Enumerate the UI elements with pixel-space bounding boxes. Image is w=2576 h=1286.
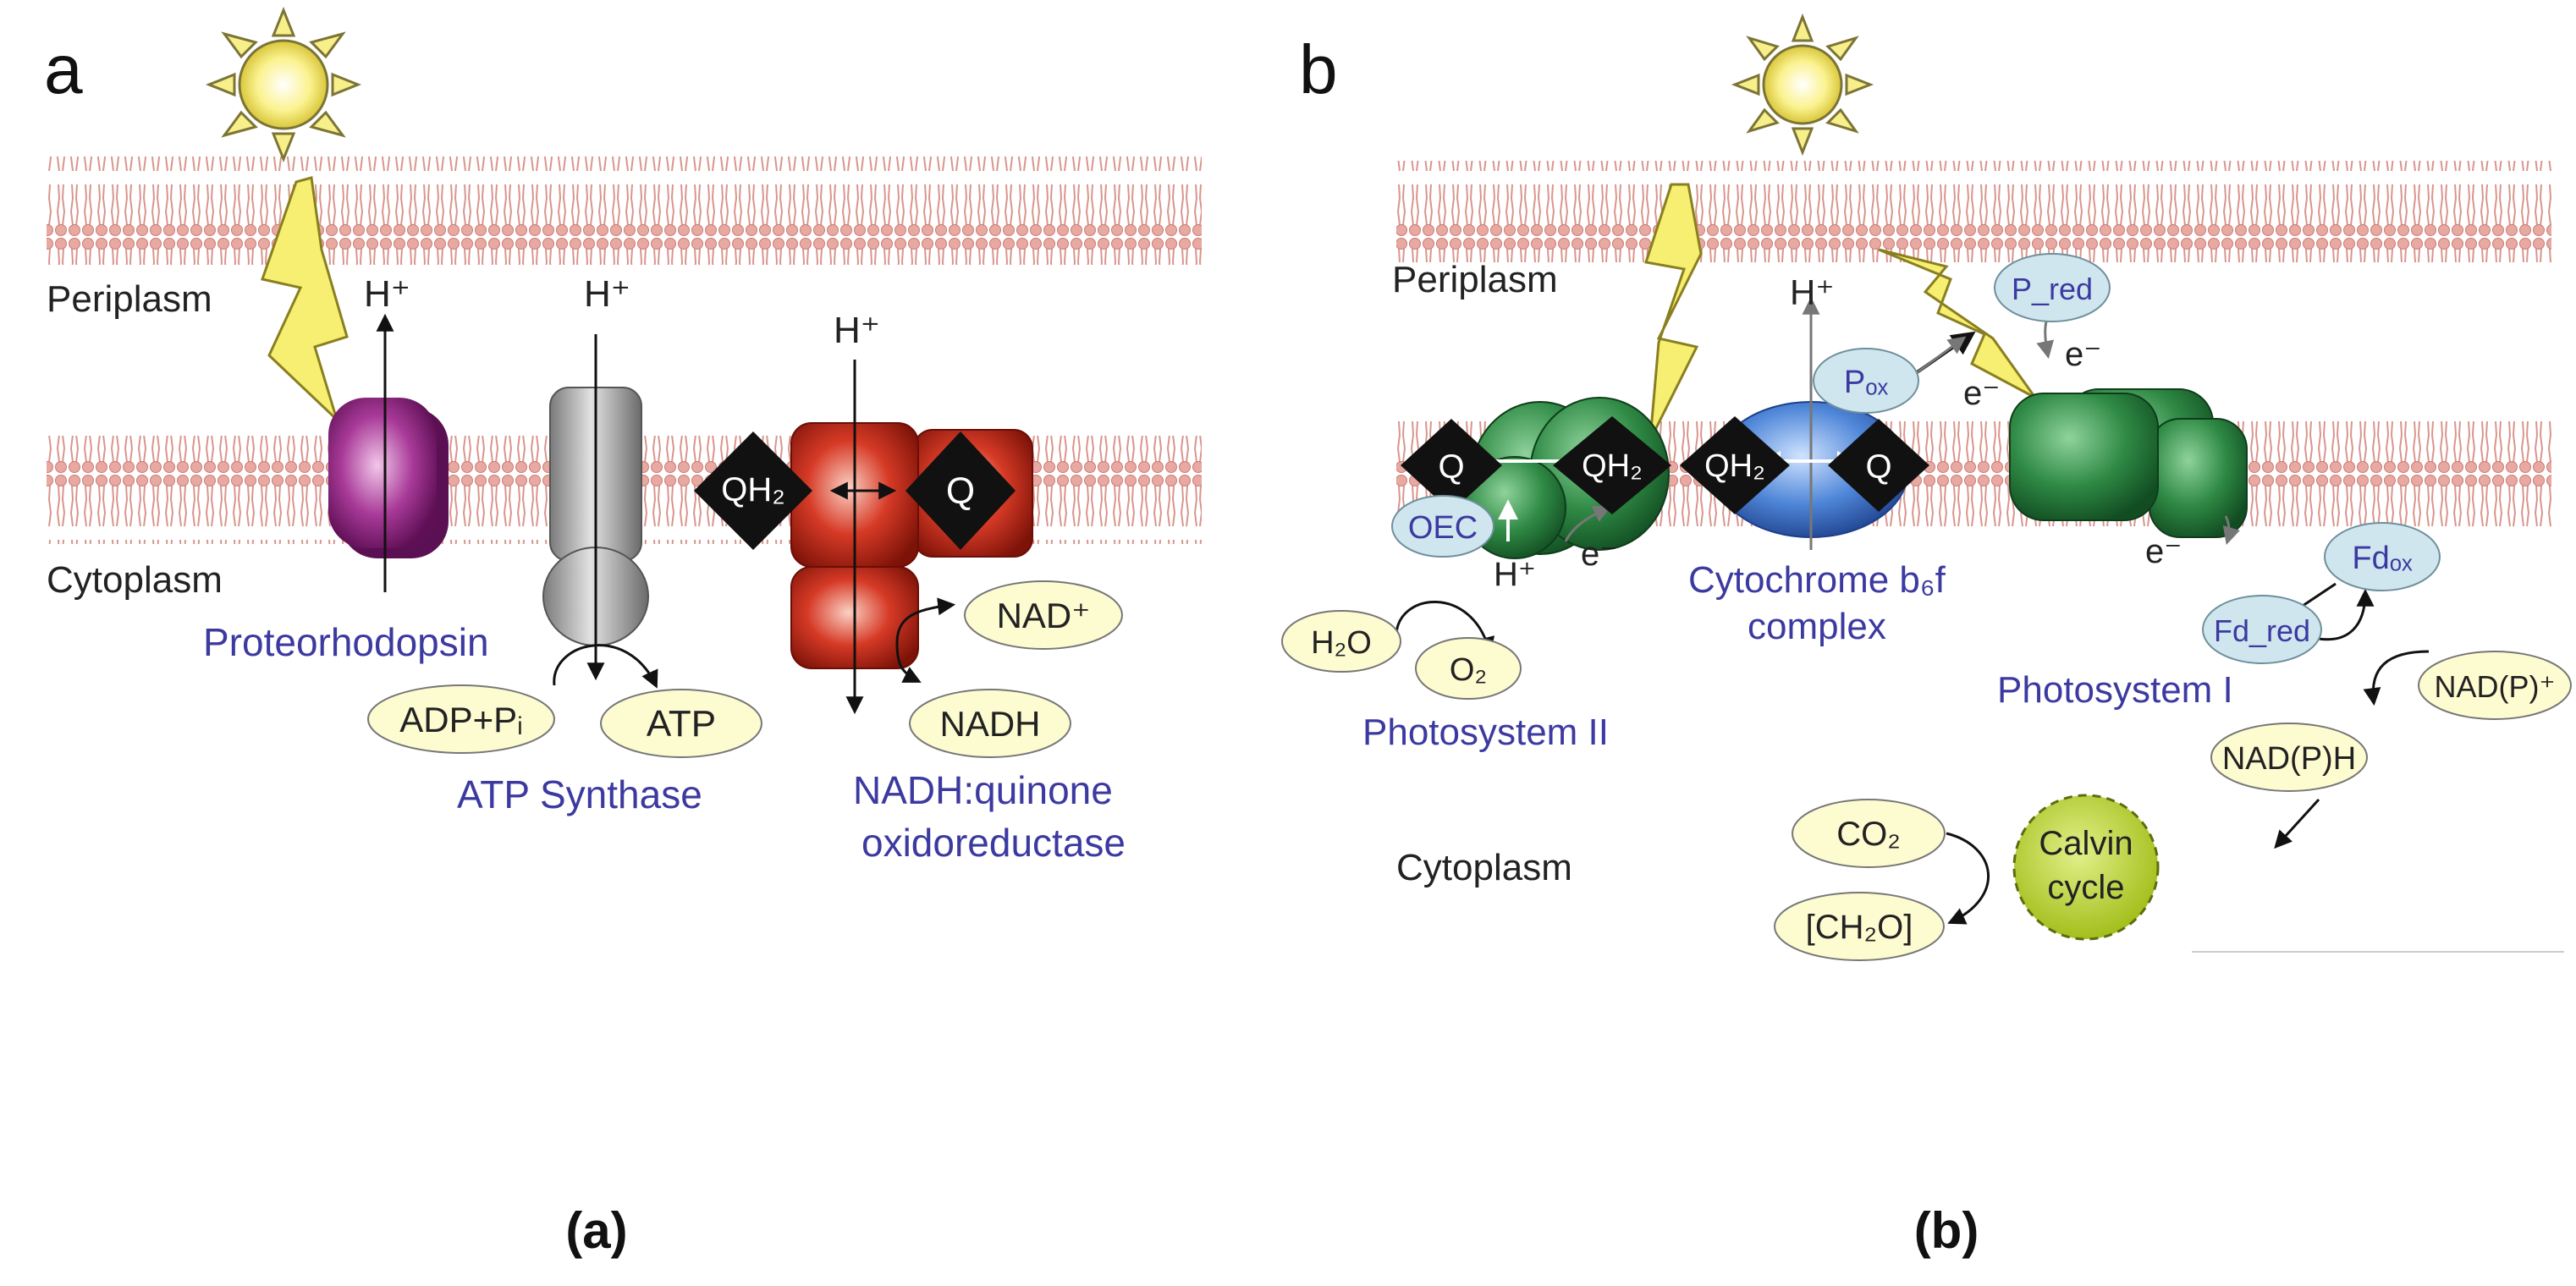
fd-ox-ellipse [2324, 522, 2441, 591]
nadp-label: NAD(P)⁺ [2435, 669, 2556, 704]
q-diamond-b6f [1828, 419, 1929, 512]
proteorhodopsin-proton: H⁺ [364, 273, 410, 315]
photosystem-i-label: Photosystem I [1997, 669, 2233, 711]
oec-label: OEC [1408, 510, 1478, 546]
oxygen-ellipse [1415, 637, 1522, 700]
photosystem-i-protein [2009, 388, 2430, 849]
qh2-diamond-b6f [1680, 416, 1790, 514]
atp-synthase-protein [542, 334, 658, 689]
q-label-a: Q [946, 470, 975, 512]
lightning-bolt-icon [1878, 248, 2037, 399]
periplasm-label-a: Periplasm [47, 278, 212, 320]
qh2-label-ps2: QH₂ [1582, 448, 1643, 484]
q-diamond-ps2 [1401, 419, 1502, 512]
sun-icon [205, 6, 362, 163]
b6f-electron-2: e⁻ [2065, 336, 2101, 373]
panel-a: a Periplasm Cytoplasm H⁺ Proteorhodopsin [44, 6, 1202, 1259]
fd-red-ellipse [2202, 595, 2322, 664]
adp-pi-ellipse [367, 684, 555, 754]
outer-membrane-b [1396, 161, 2551, 262]
nadh-qor-label-line2: oxidoreductase [861, 821, 1126, 865]
ps2-electron: e⁻ [1581, 536, 1617, 573]
calvin-label-line1: Calvin [2039, 825, 2133, 862]
caption-a: (a) [565, 1202, 627, 1259]
p-ox-ellipse [1813, 348, 1919, 414]
nadh-ellipse-a [909, 689, 1071, 758]
lightning-bolt-icon [261, 176, 349, 424]
fd-ox-label: Fdₒₓ [2352, 541, 2413, 576]
qh2-label-a: QH₂ [721, 471, 785, 508]
oxygen-label: O₂ [1450, 652, 1487, 688]
atp-synthase-proton: H⁺ [584, 273, 630, 315]
ps2-proton: H⁺ [1494, 556, 1536, 593]
co2-label: CO₂ [1836, 816, 1901, 853]
p-red-label: P_red [2012, 272, 2093, 306]
atp-label: ATP [647, 703, 716, 745]
q-diamond-a [905, 431, 1016, 550]
nadph-ellipse [2210, 723, 2368, 792]
cytoplasm-label-a: Cytoplasm [47, 559, 223, 601]
caption-b: (b) [1914, 1202, 1979, 1259]
oec-ellipse [1391, 495, 1494, 558]
b6f-electron-1: e⁻ [1963, 375, 2000, 412]
photosystem-ii-label: Photosystem II [1362, 712, 1609, 753]
qh2-label-b6f: QH₂ [1704, 448, 1765, 484]
periplasm-label-b: Periplasm [1392, 259, 1558, 300]
b6f-label-line2: complex [1748, 606, 1886, 647]
atp-ellipse [600, 689, 762, 758]
panel-b-letter: b [1299, 31, 1338, 108]
b6f-label-line1: Cytochrome b₆f [1688, 559, 1946, 601]
b6f-proton: H⁺ [1790, 272, 1835, 312]
q-label-ps2: Q [1438, 448, 1464, 486]
nadh-qor-label-line1: NADH:quinone [853, 768, 1113, 812]
p-ox-label: Pₒₓ [1844, 365, 1889, 400]
calvin-cycle-circle [2012, 794, 2160, 941]
nad-label-a: NAD⁺ [997, 596, 1091, 635]
water-label: H₂O [1311, 625, 1372, 661]
fd-red-label: Fd_red [2214, 613, 2310, 648]
proteorhodopsin-protein [328, 313, 449, 592]
panel-a-letter: a [44, 31, 83, 108]
p-red-ellipse [1994, 253, 2111, 322]
qh2-diamond-ps2 [1553, 416, 1671, 514]
sun-icon [1731, 13, 1874, 157]
ch2o-ellipse [1774, 892, 1945, 961]
lightning-bolt-icon [1644, 183, 1703, 441]
ch2o-label: [CH₂O] [1806, 909, 1913, 946]
nadph-label: NAD(P)H [2222, 741, 2356, 777]
nadh-label-a: NADH [939, 704, 1040, 744]
proteorhodopsin-label: Proteorhodopsin [203, 620, 489, 664]
atp-synthase-label: ATP Synthase [457, 772, 702, 816]
panel-b: b Periplasm Cytoplasm Q [1281, 13, 2572, 1259]
adp-pi-label: ADP+Pᵢ [399, 700, 523, 739]
nadh-quinone-oxidoreductase-protein [790, 360, 1033, 715]
calvin-label-line2: cycle [2047, 869, 2124, 906]
qh2-diamond-a [694, 431, 812, 550]
carbon-fixation-arrow [1946, 832, 1990, 925]
nadp-ellipse [2418, 651, 2572, 720]
co2-ellipse [1792, 799, 1946, 868]
water-ellipse [1281, 610, 1401, 673]
q-label-b6f: Q [1865, 448, 1891, 486]
ps1-electron: e⁻ [2145, 533, 2182, 570]
cytoplasm-label-b: Cytoplasm [1396, 847, 1572, 888]
nad-ellipse-a [964, 580, 1123, 650]
outer-membrane-a [47, 157, 1202, 265]
nadh-qor-proton: H⁺ [834, 310, 880, 351]
